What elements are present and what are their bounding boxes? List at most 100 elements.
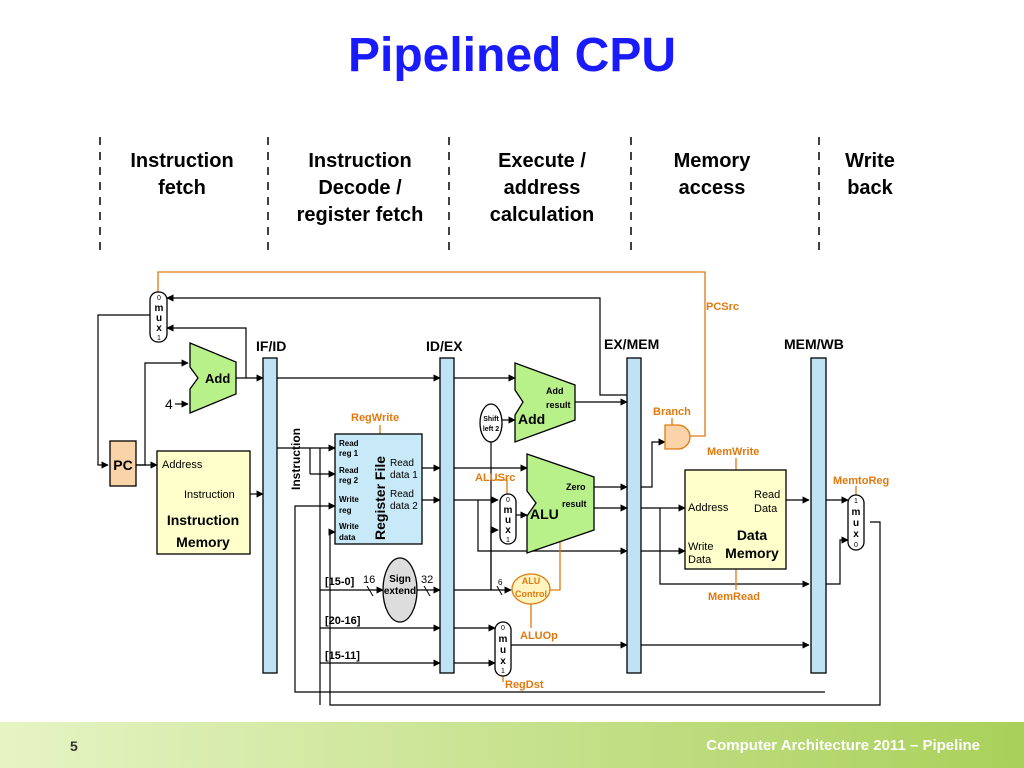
- wire-add-to-pcmux: [166, 324, 247, 379]
- svg-text:Read: Read: [390, 489, 414, 500]
- pipeline-registers: [262, 357, 827, 674]
- branch-and-gate: [664, 424, 691, 450]
- pc-adder-label: Add: [205, 371, 230, 386]
- slide-title: Pipelined CPU: [347, 29, 677, 82]
- wire-alusrc: [496, 479, 508, 495]
- svg-text:Read: Read: [339, 439, 359, 448]
- svg-text:m: m: [504, 505, 513, 516]
- svg-text:0: 0: [854, 542, 858, 549]
- svg-text:Data: Data: [737, 527, 768, 543]
- memtoreg-mux: 1 m u x 0: [847, 494, 865, 551]
- signal-aluop: ALUOp: [520, 630, 558, 642]
- footer-text: Computer Architecture 2011 – Pipeline: [706, 737, 980, 754]
- pipeline-register-mem-wb: [810, 357, 827, 674]
- wire-zero-to-branch: [641, 438, 666, 488]
- svg-text:ALU: ALU: [530, 506, 559, 522]
- svg-text:Write: Write: [339, 522, 359, 531]
- wire-pcmux-to-pc: [97, 314, 150, 469]
- svg-text:0: 0: [506, 497, 510, 504]
- svg-text:Address: Address: [162, 459, 203, 471]
- alu-control-ellipse: [511, 573, 551, 605]
- stage-write-back: Write back: [845, 150, 895, 199]
- signal-branch: Branch: [653, 406, 691, 418]
- stage-separators: [99, 137, 820, 257]
- svg-text:Sign: Sign: [389, 574, 411, 585]
- signal-pcsrc: PCSrc: [706, 301, 739, 313]
- svg-text:Memory: Memory: [176, 534, 230, 550]
- svg-text:0: 0: [157, 295, 161, 302]
- pc-adder-shape: [189, 342, 237, 414]
- svg-text:32: 32: [421, 574, 433, 586]
- svg-text:u: u: [505, 515, 511, 526]
- svg-text:Read: Read: [339, 466, 359, 475]
- svg-text:Data: Data: [754, 503, 778, 515]
- wire-exmem-to-pcmux: [166, 294, 627, 396]
- memtoreg-mux-body: [847, 494, 865, 551]
- svg-text:1: 1: [157, 335, 161, 342]
- pc-label: PC: [113, 457, 132, 473]
- svg-text:Write: Write: [339, 495, 359, 504]
- pc-register: PC: [109, 440, 137, 487]
- svg-text:extend: extend: [384, 586, 416, 597]
- svg-text:result: result: [562, 499, 587, 509]
- signal-memtoreg: MemtoReg: [833, 475, 889, 487]
- svg-text:data: data: [339, 533, 356, 542]
- sign-extend: Sign extend 16 32: [363, 557, 433, 623]
- wire-read2-to-exmem: [477, 500, 628, 555]
- shift-left-2: Shift left 2: [479, 403, 503, 443]
- stage-instruction-decode: Instruction Decode / register fetch: [296, 150, 424, 226]
- svg-text:x: x: [156, 323, 162, 334]
- svg-text:Register File: Register File: [372, 456, 388, 540]
- svg-text:Shift: Shift: [483, 416, 499, 423]
- pipeline-register-if-id: [262, 357, 278, 674]
- svg-text:Write: Write: [688, 541, 713, 553]
- svg-text:Control: Control: [515, 589, 547, 599]
- branch-adder: Add Add result: [514, 362, 576, 443]
- pipeline-register-ex-mem: [626, 357, 642, 674]
- svg-text:u: u: [500, 645, 506, 656]
- svg-text:left 2: left 2: [483, 426, 499, 433]
- wire-wb-data: [328, 521, 881, 706]
- alu: ALU Zero result: [526, 453, 595, 554]
- svg-text:x: x: [853, 529, 859, 540]
- wire-pc-to-add: [136, 359, 189, 466]
- wire-memwb-to-mux0: [826, 536, 849, 585]
- pc-box: [109, 440, 137, 487]
- instr-field-20-16: [20-16]: [325, 615, 361, 627]
- alu-shape: [526, 453, 595, 554]
- control-signal-labels: PCSrc RegWrite Branch MemWrite ALUSrc Me…: [351, 301, 889, 691]
- svg-text:result: result: [546, 400, 571, 410]
- footer-bar: 5 Computer Architecture 2011 – Pipeline: [0, 722, 1024, 768]
- svg-text:Add: Add: [546, 386, 564, 396]
- wire-alu-control-out: [547, 539, 561, 591]
- signal-memread: MemRead: [708, 591, 760, 603]
- label-if-id: IF/ID: [256, 338, 286, 354]
- pipeline-register-id-ex: [439, 357, 455, 674]
- svg-text:0: 0: [501, 625, 505, 632]
- svg-text:u: u: [853, 518, 859, 529]
- page-number: 5: [70, 738, 78, 754]
- instr-field-15-11: [15-11]: [325, 650, 360, 662]
- stage-instruction-fetch: Instruction fetch: [130, 150, 234, 199]
- svg-text:x: x: [505, 525, 511, 536]
- pc-adder: Add: [189, 342, 237, 414]
- data-memory: Address Read Data Write Data Data Memory: [684, 469, 787, 570]
- alu-control: ALU Control 6: [496, 573, 551, 605]
- stage-memory-access: Memory access: [673, 150, 751, 199]
- svg-text:m: m: [155, 303, 164, 314]
- pc-mux: 0 m u x 1: [149, 291, 168, 343]
- const-four: 4: [165, 396, 173, 412]
- svg-text:6: 6: [498, 578, 503, 587]
- svg-text:Instruction: Instruction: [184, 489, 235, 501]
- svg-text:data 2: data 2: [390, 501, 418, 512]
- instruction-memory-box: [156, 450, 251, 555]
- svg-text:reg: reg: [339, 506, 352, 515]
- signal-regwrite: RegWrite: [351, 412, 399, 424]
- svg-text:Read: Read: [390, 458, 414, 469]
- register-file: Read reg 1 Read reg 2 Write reg Write da…: [334, 433, 423, 545]
- svg-text:reg 1: reg 1: [339, 449, 359, 458]
- instruction-bus-label: Instruction: [289, 428, 303, 490]
- svg-text:1: 1: [854, 498, 858, 505]
- stage-execute: Execute / address calculation: [489, 150, 595, 226]
- instr-field-15-0: [15-0]: [325, 576, 355, 588]
